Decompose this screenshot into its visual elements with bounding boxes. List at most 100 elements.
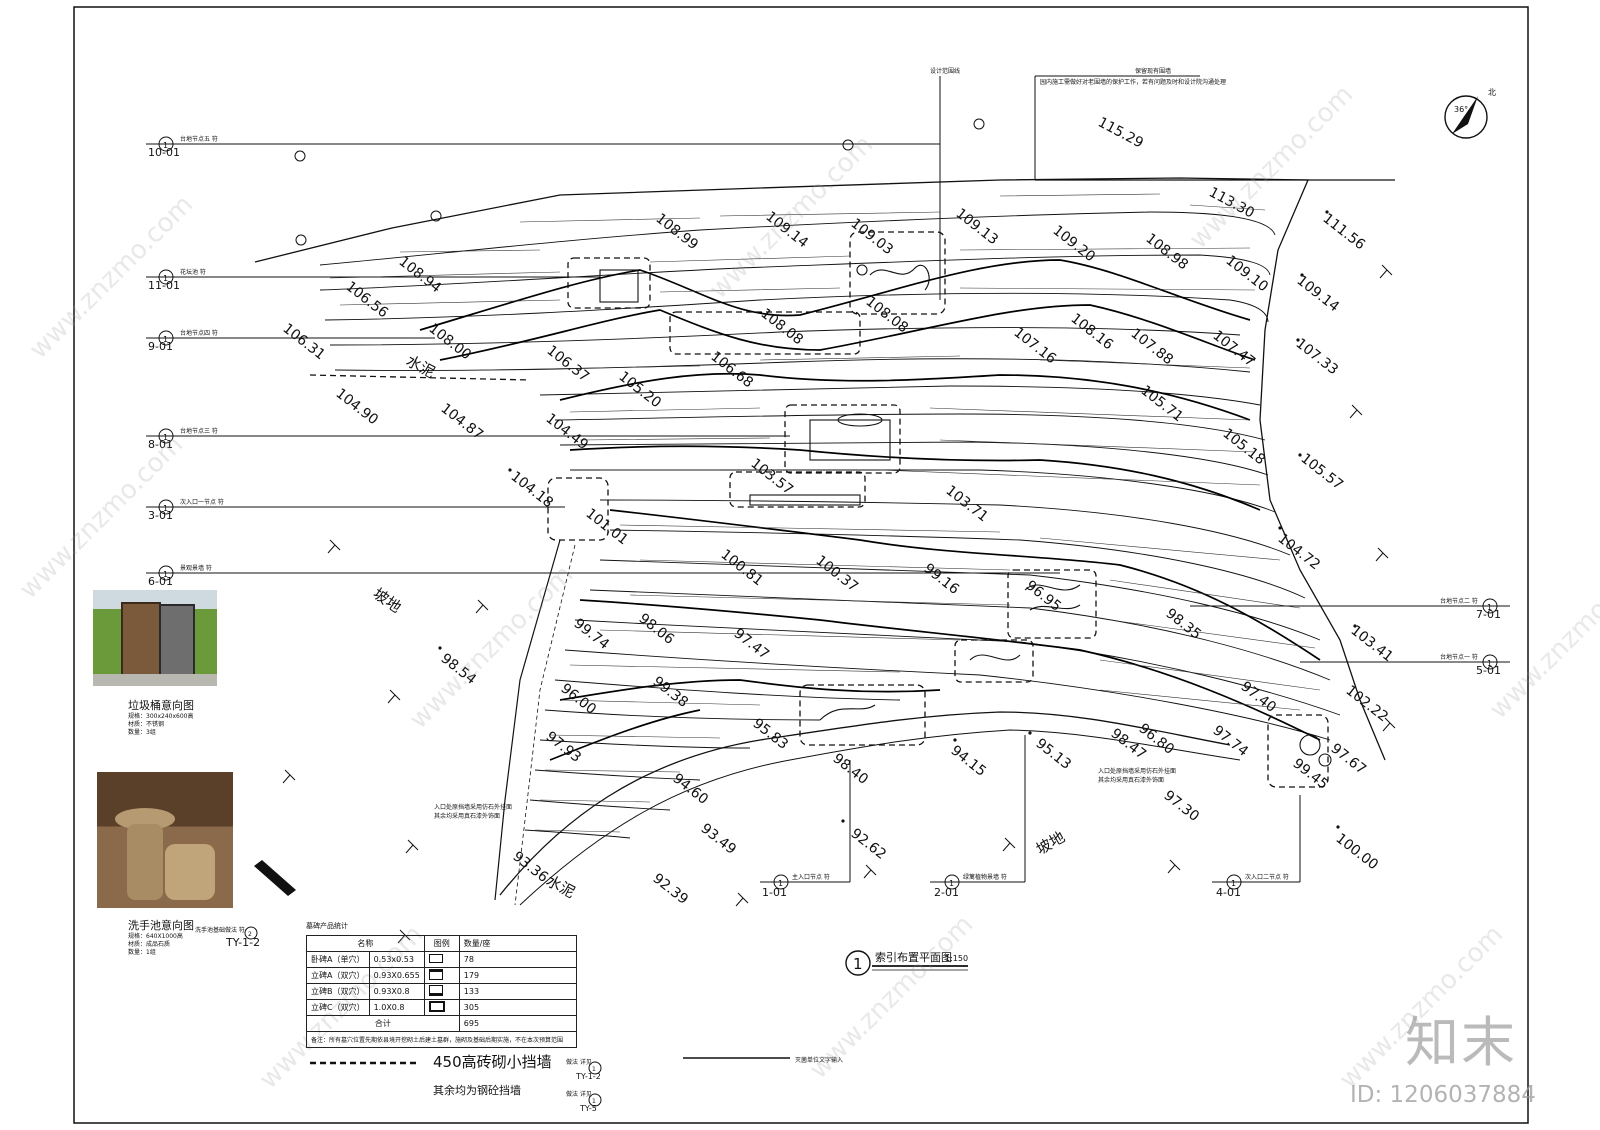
spot-elevation: 105.57 bbox=[1298, 451, 1346, 494]
tag-num: 1 bbox=[1231, 879, 1236, 888]
spot-elevation: 97.67 bbox=[1328, 741, 1369, 778]
spot-elevation: 105.20 bbox=[616, 369, 664, 412]
tag-label: 台地节点四 符 bbox=[180, 329, 218, 337]
spot-elevation: 111.56 bbox=[1320, 211, 1369, 254]
site-boundary bbox=[254, 177, 1386, 761]
bin-spec-1: 规格：300x240x600高 bbox=[128, 713, 194, 720]
tag-num: 1 bbox=[778, 879, 783, 888]
stats-header: 数量/座 bbox=[458, 935, 577, 952]
dashed-wall-label: 450高砖砌小挡墙 bbox=[433, 1053, 552, 1071]
stats-legend-icon bbox=[423, 983, 460, 1000]
stats-count: 179 bbox=[458, 967, 577, 984]
protect-wall-note: 保留现有围墙 bbox=[1135, 67, 1171, 75]
tag-num: 1 bbox=[163, 570, 168, 579]
stats-legend-icon bbox=[423, 999, 460, 1016]
tag-sheet: 10-01 bbox=[148, 146, 180, 159]
spot-elevation: 94.15 bbox=[948, 743, 989, 780]
spot-elevation: 109.10 bbox=[1223, 253, 1271, 296]
spot-elevations: 115.29 113.30 111.56 109.14 107.33 105.5… bbox=[280, 114, 1396, 907]
stats-size: 0.93X0.655 bbox=[368, 967, 425, 984]
title-text: 索引布置平面图 bbox=[875, 950, 952, 964]
tag-label: 次入口一节点 符 bbox=[180, 498, 224, 506]
spot-elevation: 109.14 bbox=[1294, 273, 1343, 316]
spot-elevation: 107.16 bbox=[1011, 325, 1060, 368]
stats-name: 立碑B（双穴） bbox=[306, 983, 370, 1000]
tag-num: 1 bbox=[163, 504, 168, 513]
spot-elevation: 100.00 bbox=[1333, 831, 1381, 874]
stats-header-row: 名称 图例 数量/座 bbox=[306, 935, 577, 952]
tag-label: 绿篱植物景墙 符 bbox=[963, 873, 1007, 881]
south-road-edge-2 bbox=[519, 729, 1241, 906]
tag-sheet: 8-01 bbox=[148, 438, 173, 451]
sink-ref-num: 2 bbox=[248, 931, 252, 938]
tag-label: 次入口二节点 符 bbox=[1245, 873, 1289, 881]
sink-photo bbox=[97, 772, 233, 908]
entry-note-2: 其余均采用真石漆外饰面 bbox=[1098, 776, 1164, 784]
stats-legend-icon bbox=[423, 951, 460, 968]
tag-sheet: 7-01 bbox=[1476, 608, 1501, 621]
spot-elevation: 106.68 bbox=[708, 349, 756, 392]
tag-label: 台地节点三 符 bbox=[180, 427, 218, 435]
legend-ref-1: TY-1-2 bbox=[575, 1072, 601, 1081]
sink-stone-3 bbox=[165, 844, 215, 900]
sink-spec: 规格：640X1000高 材质：成品石质 数量：1组 bbox=[128, 933, 183, 957]
spot-elevation: 104.49 bbox=[543, 411, 591, 454]
spot-elevation: 97.74 bbox=[1210, 723, 1252, 760]
north-angle-label: 36° bbox=[1454, 105, 1468, 114]
terrace-lines bbox=[319, 211, 1341, 839]
spot-elevation: 105.71 bbox=[1138, 383, 1186, 426]
section-tags bbox=[146, 136, 1510, 890]
trash-bin-photo bbox=[93, 590, 217, 686]
tag-sheet: 11-01 bbox=[148, 279, 180, 292]
legend-ref-tag: 做法 详见 bbox=[566, 1058, 592, 1066]
legend-ref-tag: 做法 详见 bbox=[566, 1090, 592, 1098]
spot-elevation: 109.13 bbox=[953, 206, 1001, 249]
sink-spec-3: 数量：1组 bbox=[128, 949, 156, 956]
tag-label: 花坛池 符 bbox=[180, 268, 206, 276]
stats-count: 305 bbox=[458, 999, 577, 1016]
tag-num: 1 bbox=[163, 141, 168, 150]
spot-elevation: 93.36 bbox=[510, 849, 552, 886]
feature-outlines bbox=[309, 231, 1329, 788]
spot-elevation: 95.13 bbox=[1033, 736, 1074, 773]
spot-elevation: 115.29 bbox=[1095, 114, 1146, 151]
spot-elevation: 102.22 bbox=[1343, 683, 1391, 726]
stats-name: 立碑C（双穴） bbox=[306, 999, 370, 1016]
stats-total: 695 bbox=[458, 1015, 577, 1032]
tag-label: 台地节点二 符 bbox=[1440, 597, 1478, 605]
tag-sheet: 4-01 bbox=[1216, 886, 1241, 899]
spot-elevation: 99.16 bbox=[921, 561, 963, 598]
spot-elevation: 108.98 bbox=[1143, 231, 1191, 274]
slope-label: 坡地 bbox=[370, 585, 405, 617]
stats-row: 立碑A（双穴） 0.93X0.655 179 bbox=[306, 967, 577, 984]
legend-ref-2: TY-5 bbox=[579, 1104, 597, 1113]
stats-count: 133 bbox=[458, 983, 577, 1000]
spot-elevation: 95.83 bbox=[750, 716, 791, 753]
sink-spec-1: 规格：640X1000高 bbox=[128, 933, 183, 940]
spot-elevation: 105.18 bbox=[1220, 426, 1268, 469]
stats-row: 卧碑A（单穴） 0.53x0.53 78 bbox=[306, 951, 577, 968]
spot-elevation: 100.37 bbox=[813, 553, 861, 596]
ground-strip bbox=[93, 674, 217, 686]
stats-count: 78 bbox=[458, 951, 577, 968]
watermark-text: www.znzmo.com bbox=[804, 910, 979, 1085]
drawing-title: 1 索引布置平面图 1:150 bbox=[845, 950, 968, 976]
spot-elevation: 98.06 bbox=[636, 611, 678, 648]
spot-elevation: 97.30 bbox=[1161, 788, 1202, 825]
tag-sheet: 5-01 bbox=[1476, 664, 1501, 677]
watermark-text: www.znzmo.com bbox=[404, 560, 579, 735]
tag-num: 1 bbox=[1487, 659, 1492, 668]
solid-wall-label: 其余均为钢砼挡墙 bbox=[433, 1083, 521, 1097]
spot-elevation: 92.62 bbox=[848, 826, 889, 863]
grave-rows bbox=[329, 193, 1321, 833]
drawing-frame bbox=[73, 6, 1529, 1124]
spot-elevation: 104.87 bbox=[438, 401, 486, 444]
stats-name: 立碑A（双穴） bbox=[306, 967, 370, 984]
stats-header: 图例 bbox=[423, 935, 460, 952]
spot-elevation: 108.16 bbox=[1068, 311, 1117, 354]
stats-total-row: 合计 695 bbox=[306, 1015, 577, 1032]
trash-bin-right bbox=[159, 604, 195, 678]
tag-sheet: 2-01 bbox=[934, 886, 959, 899]
bin-caption: 垃圾桶意向图 bbox=[128, 699, 194, 712]
